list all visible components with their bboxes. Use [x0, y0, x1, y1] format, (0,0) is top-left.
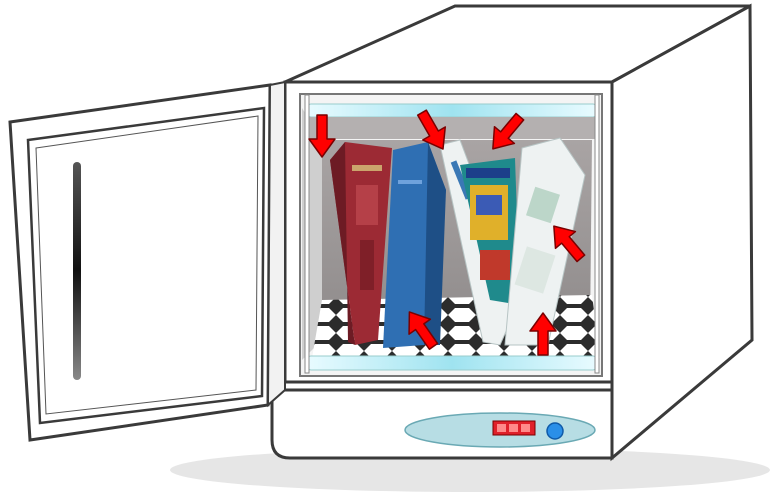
- power-button-icon[interactable]: [547, 423, 563, 439]
- uv-lamp-bottom: [308, 356, 596, 370]
- cabinet-door[interactable]: [10, 82, 285, 440]
- door-window: [36, 116, 258, 414]
- cabinet-side: [612, 6, 752, 458]
- digital-display-icon: [493, 421, 535, 435]
- vertical-handle-icon: [73, 162, 81, 380]
- uv-lamp-top: [308, 104, 596, 117]
